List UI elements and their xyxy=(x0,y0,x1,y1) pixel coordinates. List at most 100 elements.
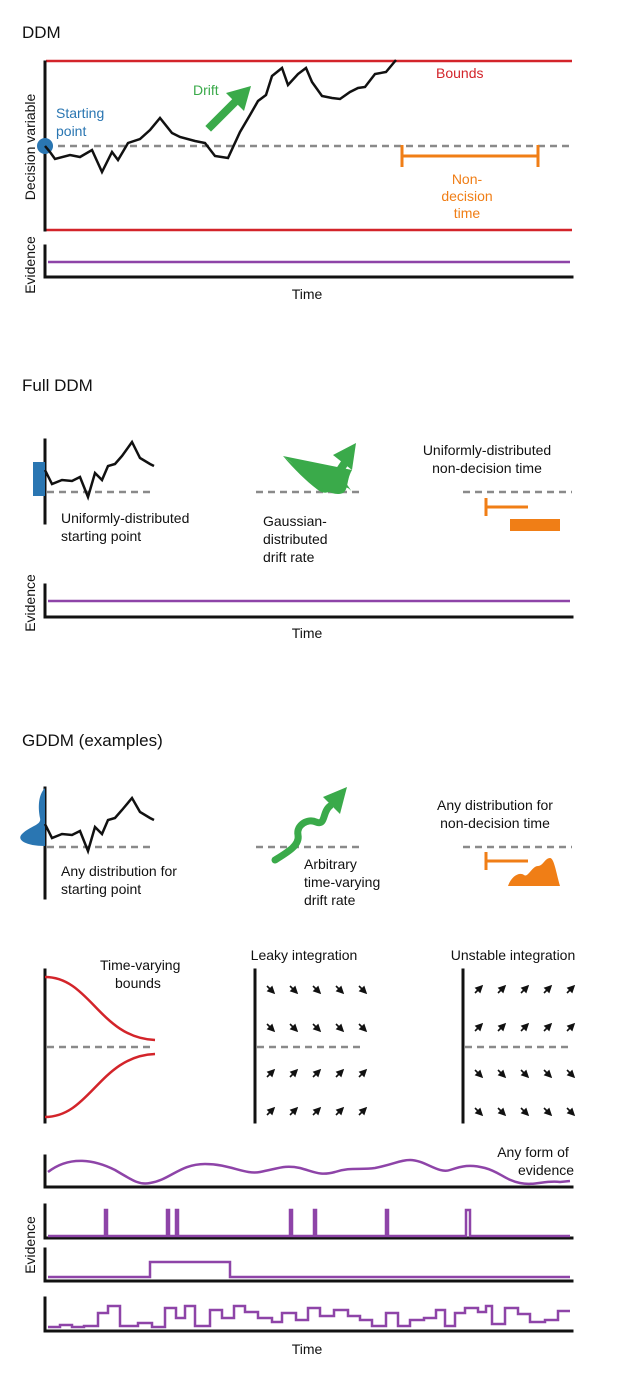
unstable-arrow-up xyxy=(520,1022,530,1032)
unstable-arrow-down xyxy=(497,1069,507,1079)
full-ddm-start-label-1: Uniformly-distributed xyxy=(61,510,189,526)
unstable-arrow-up xyxy=(543,984,553,994)
gddm-drift-label-3: drift rate xyxy=(304,892,356,908)
gddm-evidence-label: Evidence xyxy=(22,1216,38,1274)
ddm-starting-point-label-2: point xyxy=(56,123,86,139)
ddm-evidence-label: Evidence xyxy=(22,236,38,294)
gddm-drift-label-1: Arbitrary xyxy=(304,856,357,872)
ddm-time-label: Time xyxy=(292,286,323,302)
full-ddm-time-label: Time xyxy=(292,625,323,641)
ddm-bounds-label: Bounds xyxy=(436,65,483,81)
unstable-arrow-down xyxy=(543,1107,553,1117)
gddm-drift-label-2: time-varying xyxy=(304,874,380,890)
gddm-evidence-noise xyxy=(43,1296,574,1333)
full-ddm-gaussian-drift xyxy=(283,443,356,494)
leaky-arrow-down xyxy=(312,1023,322,1033)
unstable-arrow-up xyxy=(566,984,576,994)
full-ddm-drift-label-1: Gaussian- xyxy=(263,513,327,529)
leaky-arrow-down xyxy=(335,1023,345,1033)
unstable-arrow-down xyxy=(566,1107,576,1117)
unstable-arrow-down xyxy=(497,1107,507,1117)
unstable-arrow-up xyxy=(497,1022,507,1032)
gddm-unstable-label: Unstable integration xyxy=(451,947,576,963)
full-ddm-ndt-label-1: Uniformly-distributed xyxy=(423,442,551,458)
ddm-trajectory xyxy=(44,59,397,175)
unstable-arrow-down xyxy=(520,1069,530,1079)
gddm-evidence-form-label-2: evidence xyxy=(518,1162,574,1178)
leaky-arrow-up xyxy=(289,1106,299,1116)
ddm-drift-label: Drift xyxy=(193,82,219,98)
full-ddm-ndt-label-2: non-decision time xyxy=(432,460,542,476)
full-ddm-panel: Full DDM Uniformly-distributed starting … xyxy=(22,376,574,641)
gddm-bounds-label-2: bounds xyxy=(115,975,161,991)
gddm-time-label: Time xyxy=(292,1341,323,1357)
unstable-arrow-up xyxy=(474,984,484,994)
unstable-arrow-up xyxy=(520,984,530,994)
gddm-ndt-dist xyxy=(508,858,560,886)
ddm-title: DDM xyxy=(22,23,61,42)
gddm-evidence-step xyxy=(43,1247,574,1283)
gddm-start-label-2: starting point xyxy=(61,881,141,897)
unstable-arrow-down xyxy=(543,1069,553,1079)
gddm-evidence-pulses xyxy=(43,1203,574,1240)
ddm-drift-arrow xyxy=(205,86,251,132)
leaky-arrow-up xyxy=(266,1106,276,1116)
unstable-arrow-down xyxy=(474,1069,484,1079)
ddm-nondecision-label-2: decision xyxy=(441,188,492,204)
gddm-ndt-label-2: non-decision time xyxy=(440,815,550,831)
full-ddm-title: Full DDM xyxy=(22,376,93,395)
gddm-ndt-label-1: Any distribution for xyxy=(437,797,553,813)
leaky-arrow-up xyxy=(358,1068,368,1078)
full-ddm-uniform-ndt-dist xyxy=(510,519,560,531)
leaky-arrow-down xyxy=(358,985,368,995)
ddm-starting-point-label-1: Starting xyxy=(56,105,104,121)
full-ddm-drift-label-3: drift rate xyxy=(263,549,315,565)
unstable-arrow-up xyxy=(497,984,507,994)
leaky-arrow-down xyxy=(266,985,276,995)
full-ddm-evidence-label: Evidence xyxy=(22,574,38,632)
leaky-arrow-up xyxy=(266,1068,276,1078)
ddm-nondecision-bracket xyxy=(400,145,540,167)
full-ddm-start-label-2: starting point xyxy=(61,528,141,544)
leaky-arrow-down xyxy=(312,985,322,995)
ddm-panel: DDM Bounds Decision variable Starting po… xyxy=(22,23,574,302)
full-ddm-uniform-start-dist xyxy=(33,462,45,496)
leaky-arrow-up xyxy=(289,1068,299,1078)
leaky-arrow-down xyxy=(289,1023,299,1033)
gddm-evidence-smooth xyxy=(43,1154,574,1189)
gddm-leaky-arrows xyxy=(266,985,368,1116)
gddm-unstable-arrows xyxy=(474,984,576,1117)
leaky-arrow-down xyxy=(289,985,299,995)
full-ddm-ndt-bracket xyxy=(484,498,528,516)
full-ddm-trajectory xyxy=(43,439,155,501)
gddm-bounds-label-1: Time-varying xyxy=(100,957,180,973)
gddm-panel: GDDM (examples) Any distribution for sta… xyxy=(20,731,575,1357)
unstable-arrow-down xyxy=(474,1107,484,1117)
unstable-arrow-down xyxy=(566,1069,576,1079)
gddm-trajectory xyxy=(43,795,155,855)
gddm-title: GDDM (examples) xyxy=(22,731,163,750)
unstable-arrow-up xyxy=(474,1022,484,1032)
gddm-lower-bound xyxy=(44,1052,156,1119)
leaky-arrow-down xyxy=(358,1023,368,1033)
leaky-arrow-up xyxy=(335,1106,345,1116)
leaky-arrow-up xyxy=(335,1068,345,1078)
gddm-ndt-bracket xyxy=(484,852,528,870)
gddm-start-dist xyxy=(20,788,45,846)
ddm-ylabel: Decision variable xyxy=(22,93,38,200)
leaky-arrow-up xyxy=(312,1106,322,1116)
leaky-arrow-up xyxy=(358,1106,368,1116)
gddm-evidence-form-label-1: Any form of xyxy=(497,1144,569,1160)
unstable-arrow-up xyxy=(543,1022,553,1032)
gddm-leaky-label: Leaky integration xyxy=(251,947,358,963)
ddm-nondecision-label-3: time xyxy=(454,205,481,221)
full-ddm-drift-label-2: distributed xyxy=(263,531,328,547)
ddm-nondecision-label-1: Non- xyxy=(452,171,483,187)
unstable-arrow-down xyxy=(520,1107,530,1117)
leaky-arrow-down xyxy=(335,985,345,995)
leaky-arrow-down xyxy=(266,1023,276,1033)
gddm-upper-bound xyxy=(44,975,156,1042)
gddm-start-label-1: Any distribution for xyxy=(61,863,177,879)
leaky-arrow-up xyxy=(312,1068,322,1078)
